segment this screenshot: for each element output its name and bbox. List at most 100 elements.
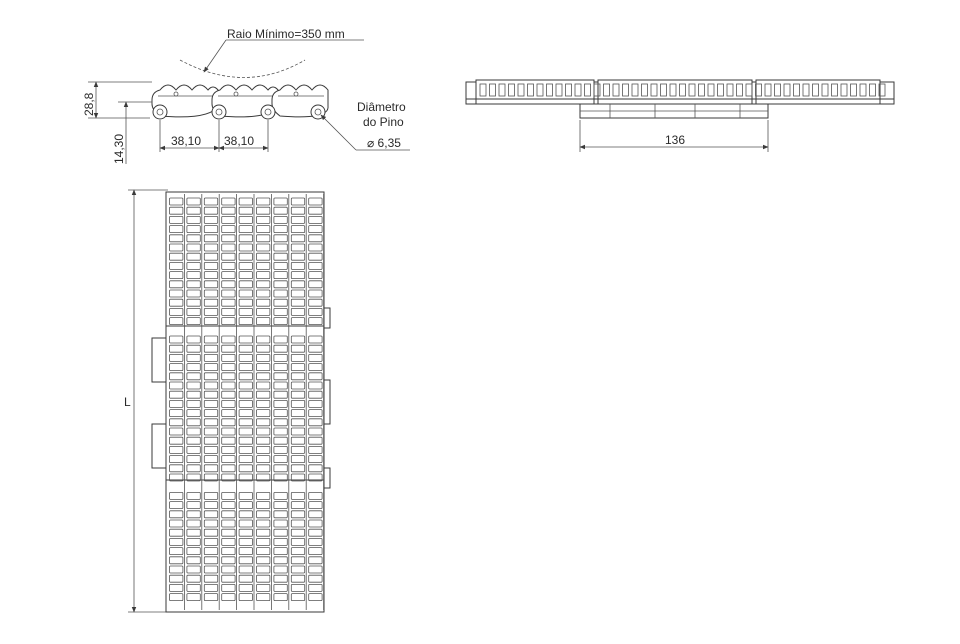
plate-cell: [169, 252, 184, 261]
plate-cell: [221, 261, 236, 270]
plate-cell: [290, 399, 306, 408]
front-rib: [774, 83, 781, 97]
plate-cell: [186, 206, 201, 215]
plate-cell: [290, 427, 306, 436]
plate-cell: [256, 307, 271, 316]
plate-cell: [186, 289, 201, 298]
plate-cell: [221, 243, 236, 252]
plate-cell: [169, 243, 184, 252]
plate-cell: [273, 289, 288, 298]
plate-cell: [186, 381, 201, 390]
front-rib: [603, 83, 610, 97]
plate-cell: [238, 593, 253, 601]
plate-cell: [308, 436, 323, 445]
plate-cell: [203, 491, 219, 500]
plate-cell: [169, 353, 184, 362]
plate-cell: [256, 234, 271, 243]
plate-cell: [256, 280, 271, 289]
plate-cell: [290, 510, 306, 519]
plate-cell: [169, 473, 184, 482]
plate-cell: [273, 243, 288, 252]
front-rib: [650, 83, 658, 97]
plate-cell: [221, 335, 236, 344]
plate-cell: [273, 307, 288, 316]
plate-cell: [308, 197, 323, 206]
plate-cell: [308, 528, 323, 537]
plate-cell: [169, 271, 184, 280]
plate-cell: [256, 215, 271, 224]
plate-cell: [186, 556, 201, 565]
plate-cell: [186, 519, 201, 528]
plate-cell: [273, 344, 288, 353]
plate-cell: [221, 271, 236, 280]
plate-cell: [256, 501, 271, 510]
plate-cell: [169, 584, 184, 592]
plate-cell: [308, 234, 323, 243]
plate-cell: [221, 197, 236, 206]
plate-cell: [238, 215, 253, 224]
dim-width: 136: [579, 120, 769, 152]
plate-cell: [308, 261, 323, 270]
plate-cell: [221, 344, 236, 353]
plate-cell: [256, 206, 271, 215]
plate-cell: [221, 363, 236, 372]
plate-cell: [169, 390, 184, 399]
plate-cell: [308, 455, 323, 464]
plate-cell: [308, 225, 323, 234]
plate-cell: [238, 556, 253, 565]
plate-cell: [221, 473, 236, 482]
plate-cell: [256, 390, 271, 399]
plate-cell: [290, 280, 306, 289]
plate-cell: [238, 519, 253, 528]
plate-cell: [221, 418, 236, 427]
plate-cell: [308, 280, 323, 289]
plate-cell: [203, 298, 219, 307]
plate-cell: [169, 381, 184, 390]
front-rib: [584, 83, 591, 97]
front-rib: [565, 83, 572, 97]
plate-cell: [273, 436, 288, 445]
plate-cell: [256, 538, 271, 546]
plate-cell: [203, 538, 219, 546]
plate-cell: [256, 225, 271, 234]
plate-cell: [308, 584, 323, 592]
plate-cell: [273, 418, 288, 427]
plate-cell: [256, 363, 271, 372]
plate-cell: [221, 206, 236, 215]
plate-cell: [308, 538, 323, 546]
plate-cell: [256, 491, 271, 500]
front-rib: [546, 83, 553, 97]
front-rib: [878, 83, 886, 97]
plate-cell: [273, 215, 288, 224]
plate-cell: [256, 197, 271, 206]
plate-cell: [273, 455, 288, 464]
plate-cell: [256, 353, 271, 362]
chain-link-1: [151, 84, 219, 118]
plate-cell: [169, 289, 184, 298]
plate-cell: [203, 363, 219, 372]
plate-cell: [273, 372, 288, 381]
plate-cell: [186, 464, 201, 473]
plate-cell: [290, 538, 306, 546]
front-rib: [736, 83, 743, 97]
plate-cell: [238, 418, 253, 427]
plate-cell: [273, 528, 288, 537]
plate-cell: [238, 436, 253, 445]
min-radius-arc: [179, 59, 306, 78]
front-rib: [755, 83, 762, 97]
pin-diameter-callout: Diâmetro do Pino ⌀ 6,35: [320, 100, 410, 151]
plate-cell: [273, 556, 288, 565]
plate-cell: [203, 197, 219, 206]
plate-cell: [169, 501, 184, 510]
front-rib: [489, 83, 496, 97]
plate-cell: [169, 519, 184, 528]
dim-length-label: L: [124, 395, 131, 409]
plan-grid: [169, 194, 325, 610]
plate-cell: [290, 409, 306, 418]
plate-cell: [169, 363, 184, 372]
dim-pitch-2-label: 38,10: [224, 134, 254, 148]
plate-cell: [290, 390, 306, 399]
plate-cell: [290, 436, 306, 445]
front-rib: [517, 83, 525, 97]
